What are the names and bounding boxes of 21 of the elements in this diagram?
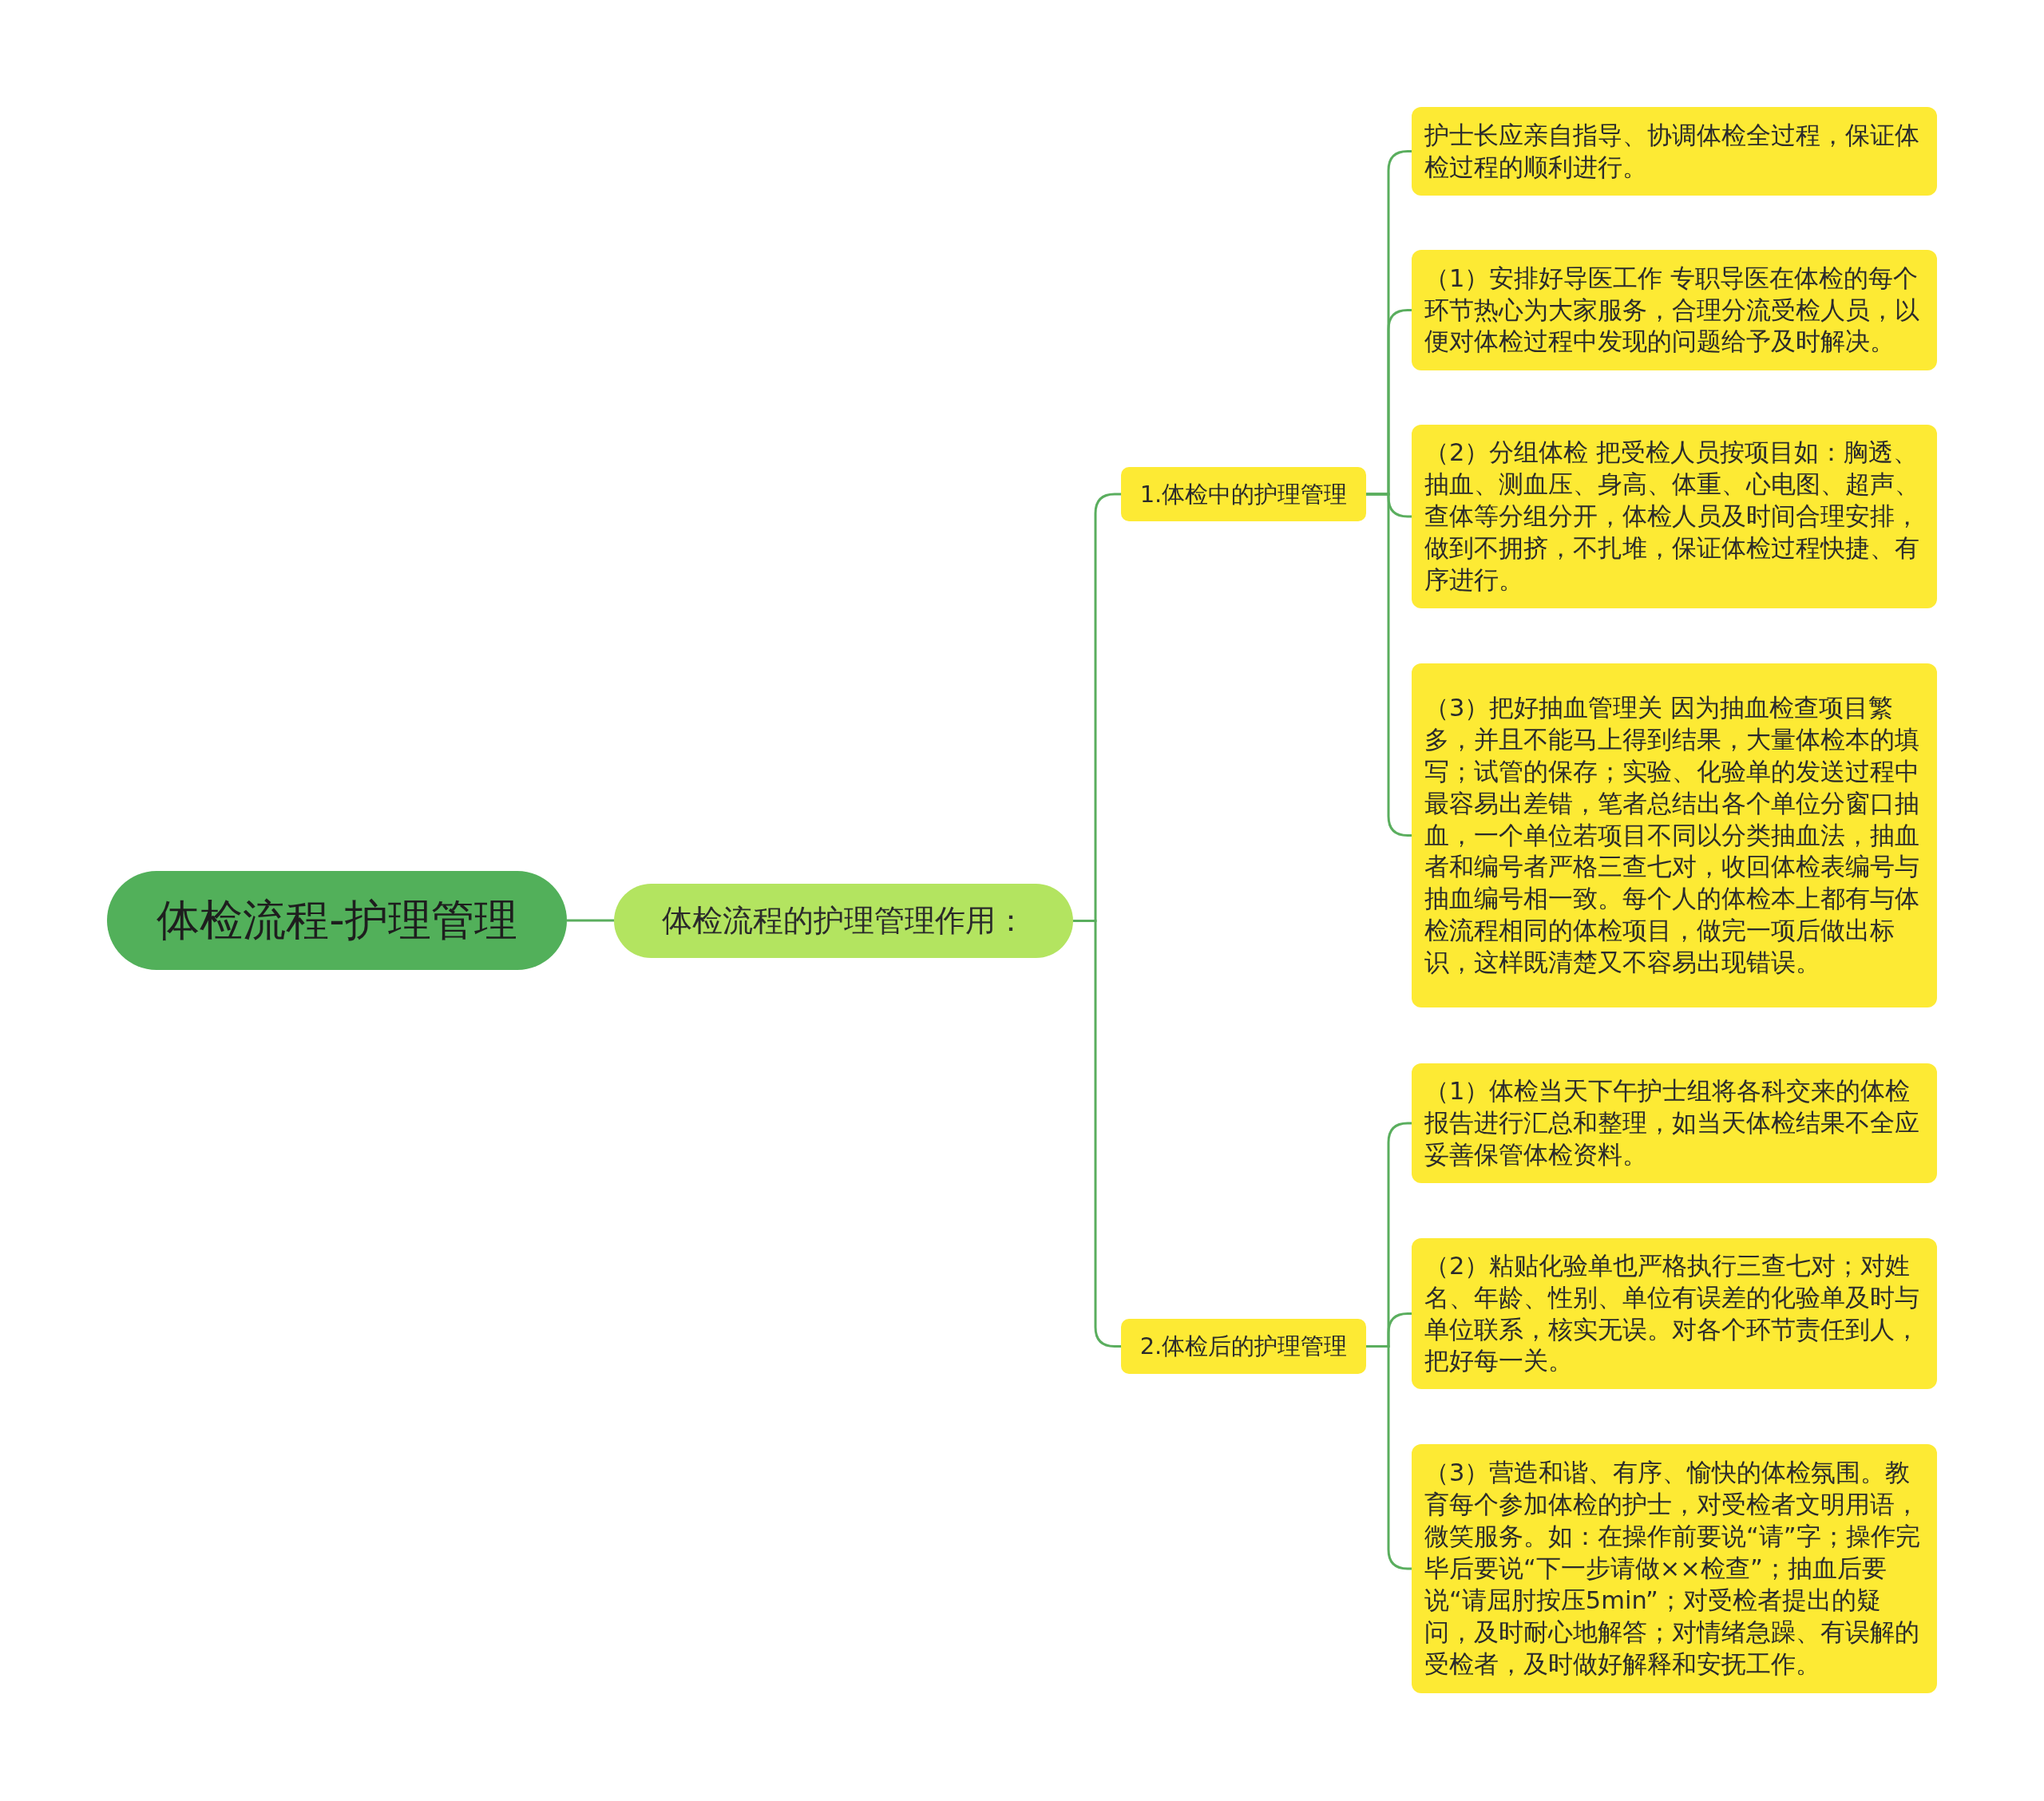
note-text: （3）把好抽血管理关 因为抽血检查项目繁多，并且不能马上得到结果，大量体检本的填写；试管的保存；实验、化验单的发送过程中最容易出差错，笔者总结出各个单位分窗口抽血，一个单位若项目不同以分类抽血法，抽血者和编号者严格三查七对，收回体检表编号与抽血编号相一致。每个人的体检本上都有与体检流程相同的体检项目，做完一项后做出标识，这样既清楚又不容易出现错误。: [1424, 692, 1920, 979]
note-card: [1412, 1444, 1937, 1693]
main-topic-text: 体检流程的护理管理作用：: [661, 902, 1026, 940]
note-text: （2）粘贴化验单也严格执行三查七对；对姓名、年龄、性别、单位有误差的化验单及时与单位联系，核实无误。对各个环节责任到人，把好每一关。: [1424, 1250, 1920, 1377]
subtopic-text: 1.体检中的护理管理: [1139, 480, 1348, 509]
note-text: 护士长应亲自指导、协调体检全过程，保证体检过程的顺利进行。: [1424, 120, 1920, 183]
connector-line: [567, 919, 614, 922]
note-text: （3）营造和谐、有序、愉快的体检氛围。教育每个参加体检的护士，对受检者文明用语，微笑服务。如：在操作前要说“请”字；操作完毕后要说“下一步请做××检查”；抽血后要说“请屈肘按压5min”；对受检者提出的疑问，及时耐心地解答；对情绪急躁、有误解的受检者，及时做好解释和安抚工作。: [1424, 1458, 1921, 1680]
note-card: [1412, 1063, 1937, 1183]
note-card: [1412, 1238, 1937, 1389]
note-text: （1）安排好导医工作 专职导医在体检的每个环节热心为大家服务，合理分流受检人员，以便对体检过程中发现的问题给予及时解决。: [1424, 263, 1920, 358]
note-card: [1412, 425, 1937, 608]
note-card: [1412, 663, 1937, 1007]
subtopic-card: [1121, 1319, 1366, 1374]
note-text: （1）体检当天下午护士组将各科交来的体检报告进行汇总和整理，如当天体检结果不全应妥善保管体检资料。: [1424, 1076, 1920, 1170]
subtopic-card: [1121, 467, 1366, 521]
note-text: （2）分组体检 把受检人员按项目如：胸透、抽血、测血压、身高、体重、心电图、超声、查体等分组分开，体检人员及时间合理安排，做到不拥挤，不扎堆，保证体检过程快捷、有序进行。: [1424, 437, 1920, 596]
root-topic-text: 体检流程-护理管理: [156, 894, 517, 947]
note-card: [1412, 107, 1937, 196]
note-card: [1412, 250, 1937, 370]
subtopic-text: 2.体检后的护理管理: [1139, 1332, 1348, 1360]
